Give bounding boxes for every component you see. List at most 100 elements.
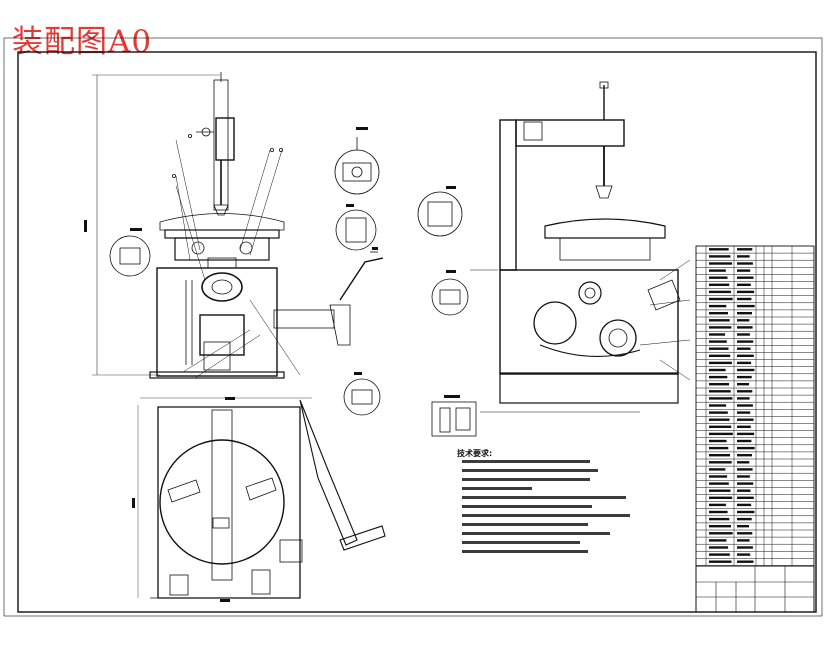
note-line (462, 514, 630, 517)
outer-frame (3, 37, 823, 617)
parts-list-code (709, 411, 728, 414)
parts-list-name (737, 383, 749, 386)
parts-list-code (709, 461, 732, 464)
parts-list-code (709, 489, 731, 492)
parts-list (695, 245, 815, 567)
parts-list-name (737, 262, 753, 265)
note-line (462, 496, 626, 499)
parts-list-name (737, 354, 754, 357)
parts-list-code (709, 397, 733, 400)
note-line (462, 487, 532, 490)
parts-list-code (709, 276, 728, 279)
parts-list-name (737, 546, 753, 549)
parts-list-name (737, 397, 750, 400)
parts-list-name (737, 425, 751, 428)
parts-list-name (737, 326, 753, 329)
parts-list-name (737, 432, 755, 436)
parts-list-name (737, 411, 751, 414)
parts-list-name (737, 255, 750, 258)
parts-list-name (737, 446, 755, 450)
note-line (462, 523, 588, 526)
parts-list-code (709, 539, 727, 542)
parts-list-code (709, 375, 728, 379)
parts-list-code (709, 496, 733, 499)
parts-list-name (737, 496, 754, 499)
parts-list-name (737, 276, 754, 279)
parts-list-name (737, 361, 752, 365)
parts-list-code (709, 319, 730, 322)
note-line (462, 469, 598, 472)
detail-e (417, 191, 463, 237)
inner-frame (17, 51, 817, 613)
parts-list-code (709, 546, 729, 549)
detail-view-a (431, 401, 477, 437)
parts-list-name (737, 475, 750, 478)
parts-list-code (709, 383, 729, 386)
plan-view (137, 397, 386, 599)
note-line (462, 550, 588, 553)
parts-list-name (737, 404, 753, 407)
parts-list-code (709, 425, 732, 428)
parts-list-code (709, 432, 733, 436)
detail-d (109, 235, 151, 277)
parts-list-code (709, 517, 730, 521)
parts-list-name (737, 461, 750, 464)
parts-list-code (709, 354, 731, 357)
note-line (462, 478, 590, 481)
drawing-title: 装配图A0 (12, 24, 153, 60)
parts-list-code (709, 290, 731, 294)
note-line (462, 460, 590, 463)
parts-list-name (737, 269, 751, 272)
parts-list-code (709, 361, 732, 365)
parts-list-code (709, 532, 733, 535)
parts-list-name (737, 503, 752, 507)
parts-list-name (737, 248, 753, 251)
parts-list-code (709, 326, 732, 329)
parts-list-name (737, 560, 754, 563)
parts-list-code (709, 418, 730, 421)
detail-f (431, 278, 469, 316)
parts-list-name (737, 525, 749, 528)
parts-list-name (737, 517, 752, 521)
technical-requirements-heading: 技术要求: (457, 449, 493, 458)
parts-list-name (737, 532, 753, 535)
note-line (462, 505, 592, 508)
parts-list-name (737, 319, 750, 322)
parts-list-code (709, 368, 726, 372)
parts-list-code (709, 404, 727, 407)
parts-list-name (737, 340, 754, 343)
parts-list-name (737, 418, 754, 421)
parts-list-name (737, 553, 751, 556)
parts-list-code (709, 390, 731, 393)
note-line (462, 532, 610, 535)
parts-list-code (709, 262, 733, 265)
parts-list-name (737, 347, 751, 350)
parts-list-name (737, 510, 755, 514)
parts-list-code (709, 454, 730, 457)
parts-list-name (737, 468, 753, 471)
parts-list-name (737, 390, 753, 393)
parts-list-code (709, 297, 733, 301)
parts-list-code (709, 475, 728, 478)
title-block (695, 565, 815, 613)
parts-list-code (709, 312, 728, 315)
parts-list-name (737, 439, 752, 443)
parts-list-code (709, 553, 730, 556)
parts-list-rows (696, 248, 814, 566)
parts-list-code (709, 255, 731, 258)
parts-list-name (737, 304, 755, 308)
parts-list-name (737, 454, 752, 457)
parts-list-name (737, 539, 750, 542)
parts-list-name (737, 489, 751, 492)
parts-list-code (709, 439, 727, 443)
parts-list-name (737, 482, 754, 485)
detail-c (343, 378, 381, 416)
parts-list-name (737, 375, 752, 379)
parts-list-code (709, 482, 729, 485)
parts-list-code (709, 283, 730, 286)
parts-list-name (737, 312, 752, 315)
parts-list-code (709, 304, 727, 308)
front-view (92, 72, 384, 379)
parts-list-name (737, 333, 750, 336)
